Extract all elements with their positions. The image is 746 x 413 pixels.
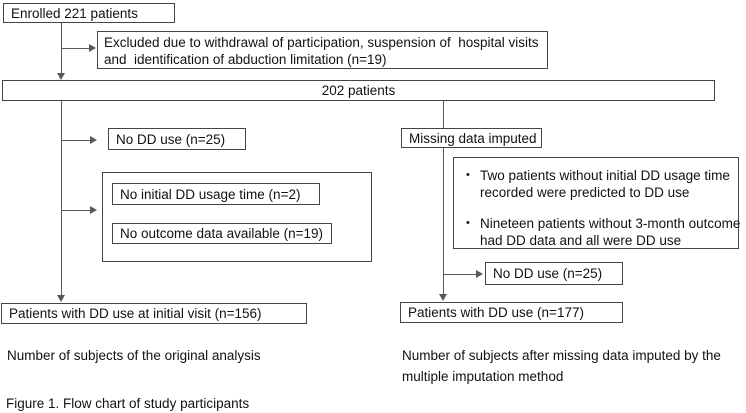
result-left-box: Patients with DD use at initial visit (n… <box>1 303 307 324</box>
down-arrowhead-icon <box>57 73 65 80</box>
no-initial-dd-usage-time-box: No initial DD usage time (n=2) <box>112 183 320 205</box>
enrolled-box: Enrolled 221 patients <box>3 3 175 23</box>
right-branch-line <box>443 101 444 295</box>
imputation-notes-box: • Two patients without initial DD usage … <box>453 157 740 249</box>
exclusion-group-branch-line <box>61 210 91 211</box>
no-dd-use-left-box: No DD use (n=25) <box>108 128 246 150</box>
figure-caption: Figure 1. Flow chart of study participan… <box>6 396 250 411</box>
down-arrowhead-icon <box>57 295 65 302</box>
left-branch-line <box>61 101 62 296</box>
no-dd-use-right-box: No DD use (n=25) <box>485 262 623 285</box>
right-arrowhead-icon <box>476 270 483 278</box>
bullet-icon: • <box>466 169 470 181</box>
left-result-caption: Number of subjects of the original analy… <box>7 348 261 363</box>
excluded-branch-line <box>61 48 90 49</box>
right-arrowhead-icon <box>90 136 97 144</box>
no-outcome-data-box: No outcome data available (n=19) <box>112 223 332 244</box>
imputation-note-text: Nineteen patients without 3-month outcom… <box>480 216 741 248</box>
right-arrowhead-icon <box>89 44 96 52</box>
total-patients-box: 202 patients <box>2 80 715 101</box>
imputation-note-text: Two patients without initial DD usage ti… <box>480 168 730 200</box>
excluded-box: Excluded due to withdrawal of participat… <box>97 31 548 69</box>
no-dd-use-left-branch-line <box>61 140 91 141</box>
no-dd-use-right-branch-line <box>443 274 477 275</box>
down-arrowhead-icon <box>439 294 447 301</box>
result-right-box: Patients with DD use (n=177) <box>400 302 623 323</box>
right-arrowhead-icon <box>90 206 97 214</box>
bullet-icon: • <box>466 217 470 229</box>
missing-data-imputed-box: Missing data imputed <box>401 128 542 148</box>
imputation-note-item: • Two patients without initial DD usage … <box>466 167 734 201</box>
imputation-note-item: • Nineteen patients without 3-month outc… <box>466 215 740 249</box>
right-result-caption: Number of subjects after missing data im… <box>402 348 721 384</box>
